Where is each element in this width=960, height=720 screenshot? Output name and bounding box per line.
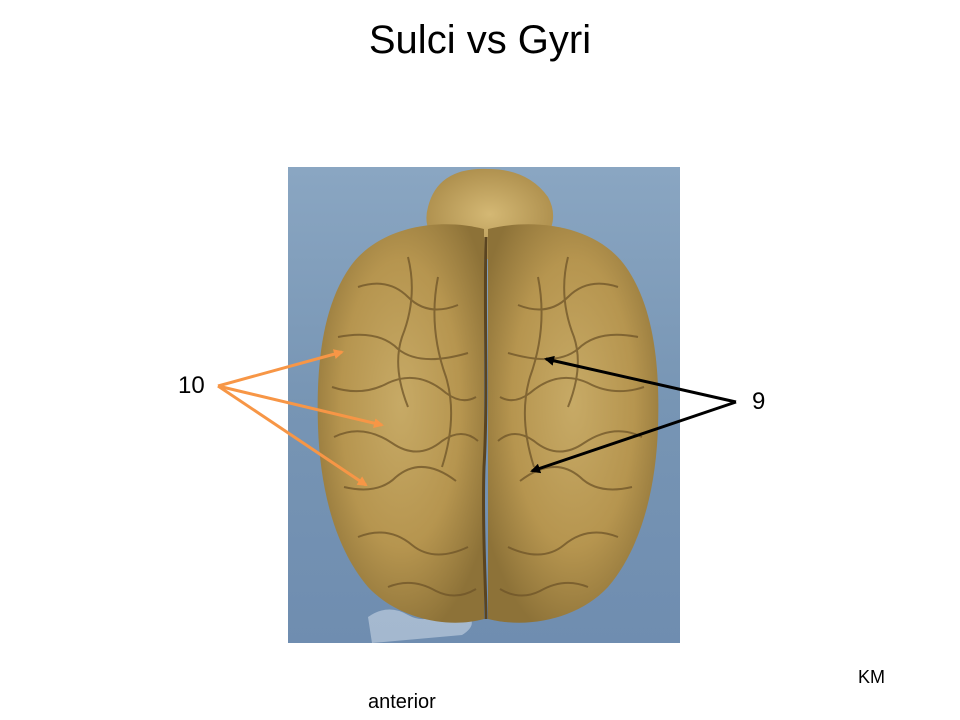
- author-initials: KM: [858, 667, 885, 687]
- right-sulci: [497, 256, 645, 597]
- brain-photo: [288, 167, 680, 643]
- sulci-arrow-2: [530, 400, 737, 474]
- left-sulci: [331, 256, 479, 597]
- sulci-arrow-1: [544, 355, 737, 404]
- right-hemisphere: [488, 224, 659, 623]
- gyri-arrow-2: [217, 384, 384, 429]
- orientation-label: anterior: [368, 691, 436, 713]
- label-9: 9: [752, 388, 766, 415]
- longitudinal-fissure: [481, 236, 488, 620]
- gyri-arrow-3: [217, 384, 368, 487]
- gyri-arrows: [217, 349, 384, 487]
- label-10: 10: [178, 372, 205, 399]
- sulci-arrows: [530, 355, 737, 474]
- gyri-arrow-1: [217, 349, 344, 388]
- slide-title: Sulci vs Gyri: [368, 18, 592, 62]
- left-hemisphere: [317, 224, 484, 623]
